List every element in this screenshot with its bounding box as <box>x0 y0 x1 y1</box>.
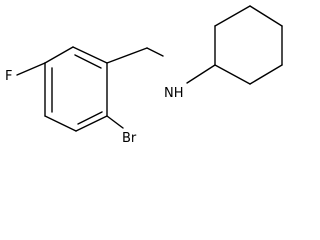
bromine-label: Br <box>122 131 137 146</box>
cyclohexane-ring <box>214 5 283 85</box>
molecule-diagram: F Br NH <box>5 5 283 146</box>
bond-nitrogen-to-cyclohexyl <box>186 64 216 84</box>
ring-bond-bottom-right <box>75 115 108 132</box>
fluorine-label: F <box>5 69 12 84</box>
bond-ring-to-ch2 <box>106 47 148 64</box>
ring-double-bond-bottom <box>77 111 103 125</box>
structure-canvas: F Br NH <box>5 5 283 146</box>
ring-bond-bottom-left <box>44 115 77 132</box>
bond-ring-to-bromine <box>106 115 124 129</box>
cyclohexane-bond-6 <box>214 64 251 85</box>
bond-ring-to-fluorine <box>16 62 46 76</box>
ring-bond-top-left <box>44 46 74 64</box>
benzene-ring <box>44 46 108 132</box>
bond-ch2-to-nitrogen <box>146 47 164 57</box>
amine-label: NH <box>164 86 184 101</box>
cyclohexane-bond-3 <box>249 5 283 27</box>
ring-bond-top-right <box>72 46 108 64</box>
cyclohexane-bond-2 <box>214 5 251 27</box>
ring-double-bond-top <box>74 54 102 69</box>
cyclohexane-bond-5 <box>249 64 283 85</box>
